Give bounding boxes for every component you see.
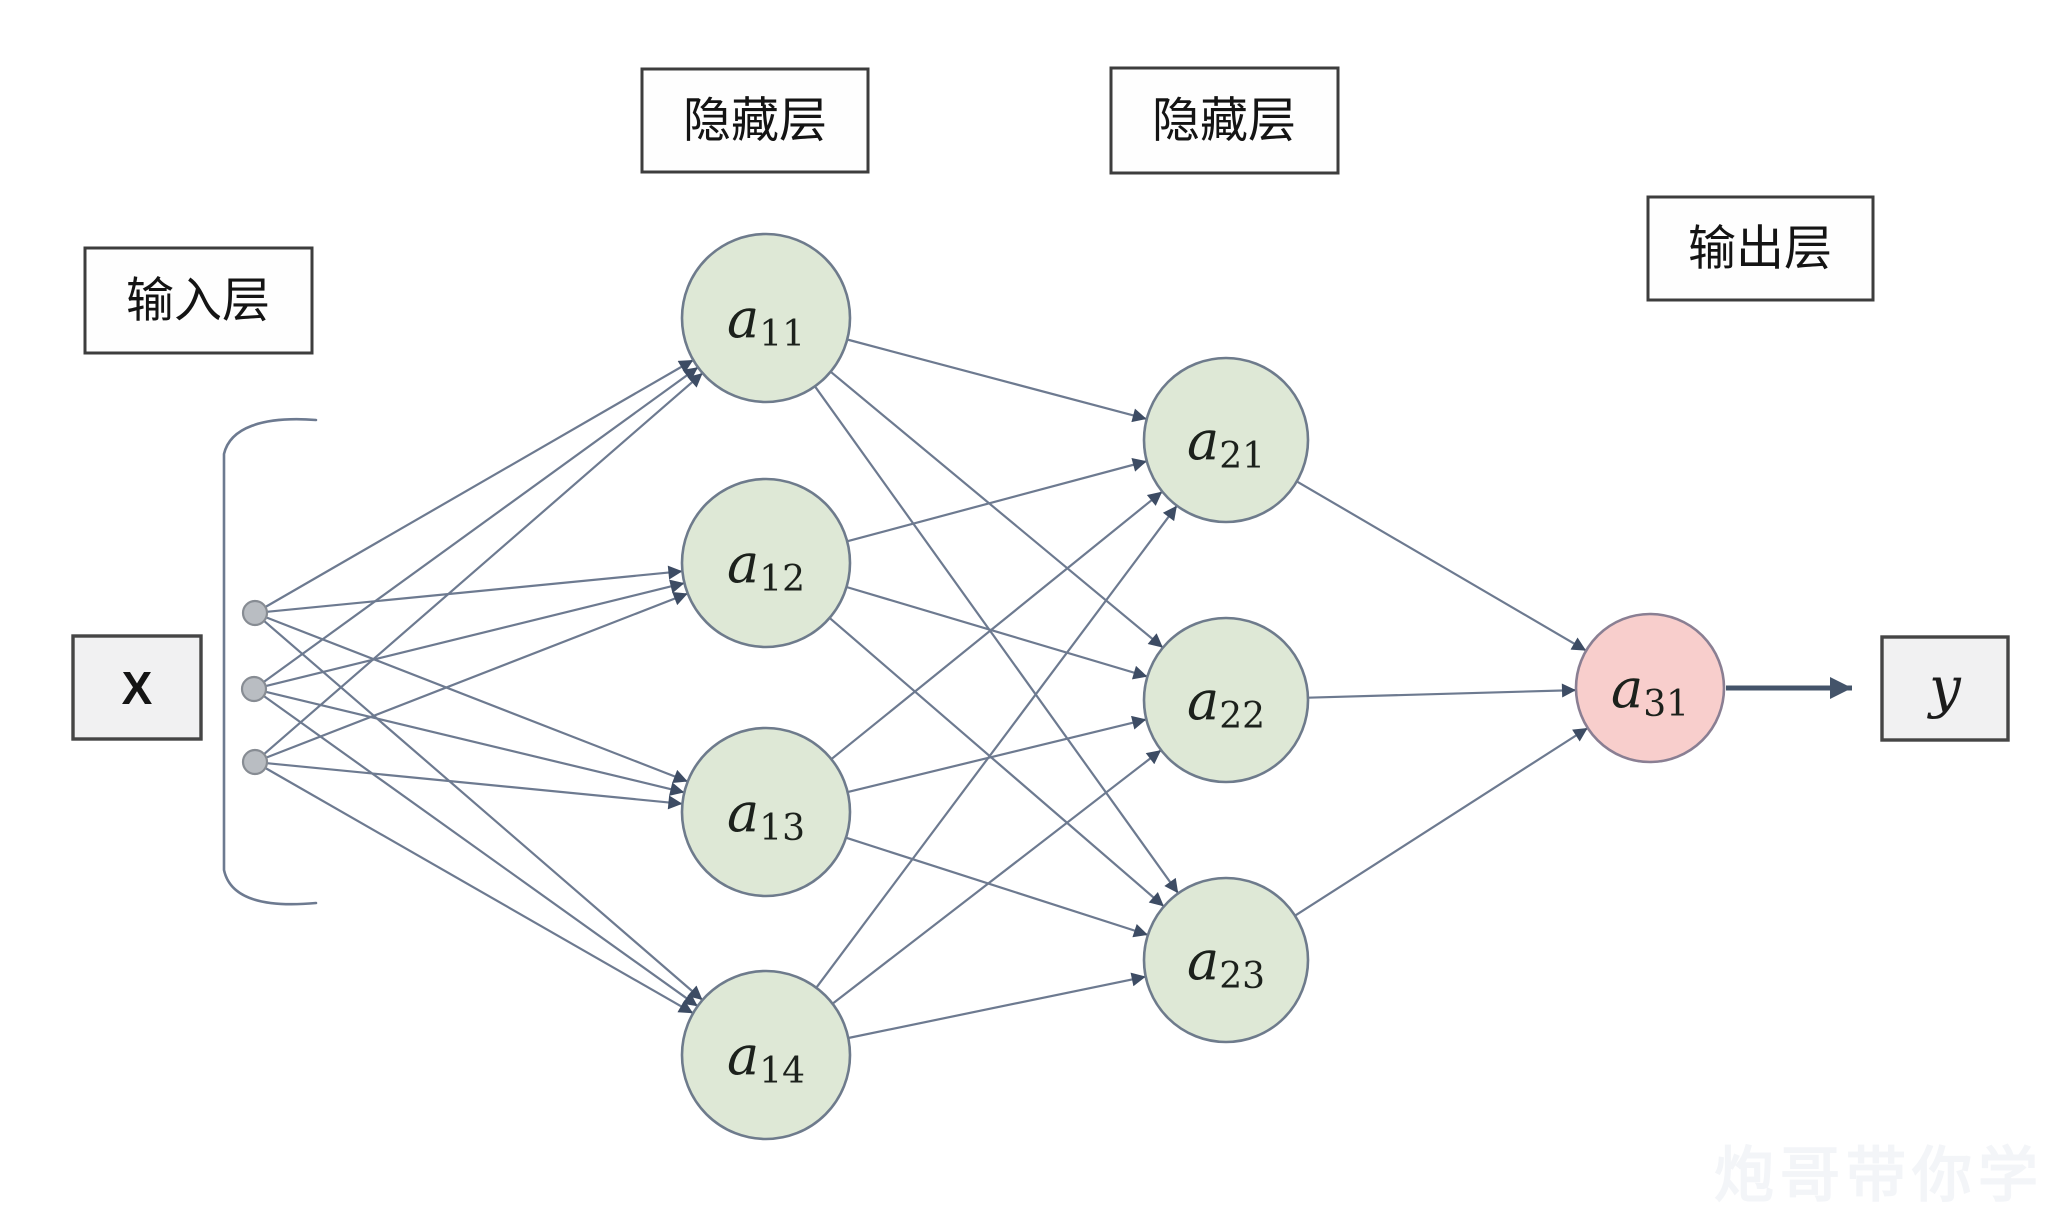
edge-a13-a22 xyxy=(847,715,1147,794)
edge-a13-a21 xyxy=(830,490,1163,761)
edge-x3-a13 xyxy=(266,762,683,810)
edge-a14-a22 xyxy=(831,749,1162,1005)
output-layer-label-box xyxy=(1646,195,1875,302)
output-y-label: y xyxy=(1926,656,1962,721)
node-a14-label: a14 xyxy=(727,1024,805,1092)
edge-x2-a13 xyxy=(265,690,685,796)
edge-x1-a14 xyxy=(263,620,704,1001)
hidden-layer-2-label-text: 隐藏层 xyxy=(1152,95,1296,148)
watermark-text: 炮哥带你学 xyxy=(1714,1142,2044,1209)
io-boxes: X y xyxy=(71,634,2010,742)
edge-x1-a12 xyxy=(266,565,683,613)
edge-x3-a14 xyxy=(264,767,694,1015)
hidden-layer-1-label-text: 隐藏层 xyxy=(683,95,827,148)
edge-a11-a21 xyxy=(846,338,1147,423)
edge-x2-a14 xyxy=(263,695,699,1008)
edge-a23-a31 xyxy=(1294,727,1589,917)
input-x-label: X xyxy=(122,662,153,714)
node-a23-label: a23 xyxy=(1187,929,1265,997)
input-dot-3 xyxy=(241,748,269,776)
input-bracket xyxy=(222,418,318,906)
input-layer-label: 输入层 xyxy=(83,246,314,355)
edge-a21-a31 xyxy=(1296,480,1587,652)
node-a22-circle xyxy=(1142,616,1310,784)
input-x-box-rect xyxy=(71,634,203,741)
node-a21: a21 xyxy=(1142,356,1310,524)
output-layer-label-text: 输出层 xyxy=(1688,223,1832,276)
edge-a12-a23 xyxy=(828,617,1165,908)
node-a14-circle xyxy=(680,969,852,1141)
node-a21-circle xyxy=(1142,356,1310,524)
nodes-layer: a11 a12 a13 a14 a21 a22 a23 a31 xyxy=(680,232,1726,1141)
node-a13-circle xyxy=(680,726,852,898)
node-a31-circle xyxy=(1574,612,1726,764)
edge-a22-a31 xyxy=(1307,683,1577,699)
edge-a11-a22 xyxy=(829,370,1164,649)
node-a31: a31 xyxy=(1574,612,1726,764)
edge-x1-a11 xyxy=(264,359,694,608)
node-a11: a11 xyxy=(680,232,852,404)
hidden-layer-1-label-box xyxy=(640,67,870,174)
input-layer-label-box xyxy=(83,246,314,355)
node-a22-label: a22 xyxy=(1187,669,1265,737)
layer-labels: 输入层 隐藏层 隐藏层 输出层 xyxy=(83,66,1875,355)
input-x-box: X xyxy=(71,634,203,741)
edge-a11-a23 xyxy=(814,385,1180,894)
node-a11-circle xyxy=(680,232,852,404)
node-a12: a12 xyxy=(680,477,852,649)
node-a31-label: a31 xyxy=(1611,657,1689,725)
edge-a14-a23 xyxy=(848,972,1146,1040)
input-dots xyxy=(240,599,269,776)
hidden-layer-2-label-box xyxy=(1109,66,1340,175)
edge-x3-a11 xyxy=(263,372,704,755)
node-a12-label: a12 xyxy=(727,532,805,600)
edge-a12-a21 xyxy=(846,458,1148,543)
edge-x1-a13 xyxy=(265,616,689,783)
node-a14: a14 xyxy=(680,969,852,1141)
hidden-layer-2-label: 隐藏层 xyxy=(1109,66,1340,175)
node-a23: a23 xyxy=(1142,876,1310,1044)
edges-layer xyxy=(263,338,1589,1040)
edge-x3-a12 xyxy=(265,592,689,759)
output-layer-label: 输出层 xyxy=(1646,195,1875,302)
node-a23-circle xyxy=(1142,876,1310,1044)
edge-a12-a22 xyxy=(846,585,1148,680)
edge-x2-a11 xyxy=(263,366,699,683)
node-a22: a22 xyxy=(1142,616,1310,784)
node-a13: a13 xyxy=(680,726,852,898)
hidden-layer-1-label: 隐藏层 xyxy=(640,67,870,174)
output-y-box-rect xyxy=(1880,635,2010,742)
input-dot-1 xyxy=(241,599,269,627)
node-a13-label: a13 xyxy=(727,781,805,849)
output-y-box: y xyxy=(1880,635,2010,742)
node-a11-label: a11 xyxy=(727,287,805,355)
edge-a14-a21 xyxy=(815,505,1178,989)
node-a21-label: a21 xyxy=(1187,409,1265,477)
input-layer-label-text: 输入层 xyxy=(126,275,270,328)
edge-x2-a12 xyxy=(265,579,685,688)
edge-a13-a23 xyxy=(845,836,1149,938)
node-a12-circle xyxy=(680,477,852,649)
input-dot-2 xyxy=(240,675,268,703)
